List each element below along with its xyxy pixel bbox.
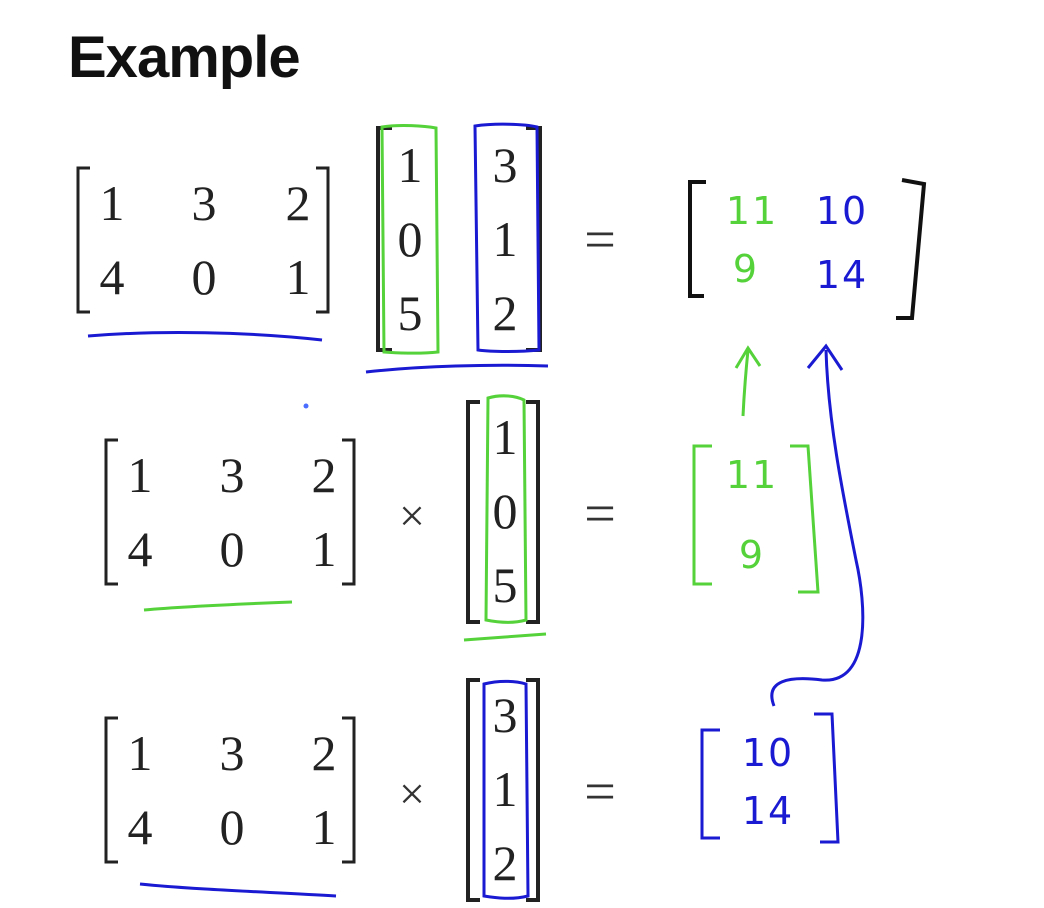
top-b-cell: 5 bbox=[397, 285, 423, 341]
top-a-cell: 3 bbox=[191, 175, 217, 231]
middle-a-cell: 4 bbox=[127, 521, 153, 577]
middle-times-sign: × bbox=[399, 490, 425, 541]
top-matrix-b-underline bbox=[365, 363, 549, 374]
middle-vector-cell: 0 bbox=[492, 483, 518, 539]
top-result-cell: 9 bbox=[732, 247, 760, 291]
slide-title: Example bbox=[68, 25, 301, 90]
top-a-cell: 1 bbox=[285, 249, 311, 305]
blue-curved-arrow bbox=[770, 343, 865, 707]
middle-matrix-a-brackets bbox=[104, 438, 356, 586]
middle-a-cell: 1 bbox=[311, 521, 337, 577]
middle-vector-underline bbox=[463, 632, 547, 642]
bottom-equals-sign: = bbox=[584, 761, 616, 823]
top-b-cell: 1 bbox=[492, 211, 518, 267]
top-a-cell: 4 bbox=[99, 249, 125, 305]
middle-result-cell: 11 bbox=[725, 453, 779, 497]
top-result-cell: 14 bbox=[815, 253, 869, 297]
top-matrix-a-brackets bbox=[76, 166, 330, 314]
middle-matrix-a-underline bbox=[143, 600, 293, 612]
middle-vector-cell: 1 bbox=[492, 409, 518, 465]
bottom-vector-cell: 2 bbox=[492, 835, 518, 891]
top-result-cell: 11 bbox=[725, 189, 779, 233]
top-b-cell: 3 bbox=[492, 137, 518, 193]
middle-a-cell: 2 bbox=[311, 447, 337, 503]
bottom-matrix-a-underline bbox=[139, 882, 337, 898]
top-result-cell: 10 bbox=[815, 189, 869, 233]
middle-result-brackets bbox=[692, 444, 820, 594]
middle-vector-brackets bbox=[466, 400, 540, 624]
bottom-times-sign: × bbox=[399, 768, 425, 819]
top-result-brackets bbox=[688, 178, 927, 320]
middle-a-cell: 3 bbox=[219, 447, 245, 503]
top-b-cell: 1 bbox=[397, 137, 423, 193]
bottom-a-cell: 1 bbox=[127, 725, 153, 781]
top-a-cell: 2 bbox=[285, 175, 311, 231]
bottom-result-brackets bbox=[700, 712, 840, 844]
top-matrix-a-underline bbox=[87, 331, 323, 342]
top-matrix-b-col1-box bbox=[380, 123, 440, 355]
bottom-vector-cell: 1 bbox=[492, 761, 518, 817]
top-equals-sign: = bbox=[584, 209, 616, 271]
middle-vector-box bbox=[484, 394, 528, 624]
top-a-cell: 0 bbox=[191, 249, 217, 305]
bottom-result-cell: 10 bbox=[741, 731, 795, 775]
bottom-a-cell: 0 bbox=[219, 799, 245, 855]
top-b-cell: 0 bbox=[397, 211, 423, 267]
bottom-result-cell: 14 bbox=[741, 789, 795, 833]
middle-result-cell: 9 bbox=[738, 533, 766, 577]
middle-equals-sign: = bbox=[584, 483, 616, 545]
middle-vector-cell: 5 bbox=[492, 557, 518, 613]
middle-a-cell: 1 bbox=[127, 447, 153, 503]
stray-dot bbox=[303, 403, 309, 409]
bottom-vector-box bbox=[482, 679, 530, 900]
green-up-arrow bbox=[734, 345, 762, 417]
bottom-a-cell: 4 bbox=[127, 799, 153, 855]
bottom-a-cell: 2 bbox=[311, 725, 337, 781]
middle-a-cell: 0 bbox=[219, 521, 245, 577]
top-a-cell: 1 bbox=[99, 175, 125, 231]
bottom-matrix-a-brackets bbox=[104, 716, 356, 864]
bottom-a-cell: 1 bbox=[311, 799, 337, 855]
bottom-a-cell: 3 bbox=[219, 725, 245, 781]
bottom-vector-brackets bbox=[466, 678, 540, 902]
top-matrix-b-col2-box bbox=[473, 122, 541, 353]
top-b-cell: 2 bbox=[492, 285, 518, 341]
bottom-vector-cell: 3 bbox=[492, 687, 518, 743]
